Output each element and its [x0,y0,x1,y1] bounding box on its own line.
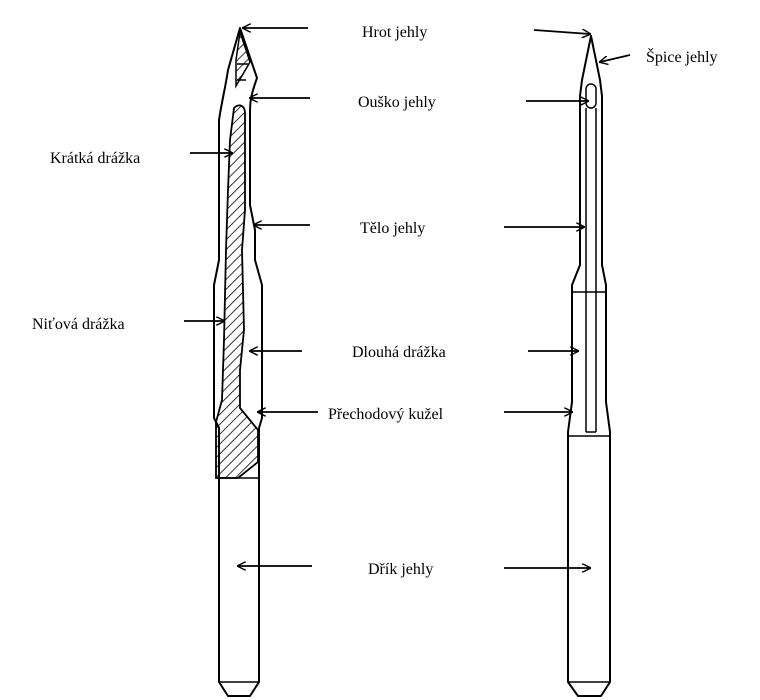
left-needle-eye [237,63,248,81]
arrows [184,28,631,568]
label-hrot: Hrot jehly [362,24,427,41]
left-needle-thread-groove [215,104,259,479]
label-dlouha: Dlouhá drážka [352,344,446,361]
label-kratka: Krátká drážka [50,150,140,167]
label-telo: Tělo jehly [360,220,425,237]
arrow-spice [600,54,631,62]
arrow-hrot-right [533,30,590,34]
right-needle-outline [567,35,611,697]
labels: Hrot jehly Špice jehly Ouško jehly Krátk… [32,24,718,578]
label-nitova: Niťová drážka [32,316,125,333]
label-ousko: Ouško jehly [358,94,436,111]
label-spice: Špice jehly [646,47,718,66]
label-prechodovy: Přechodový kužel [328,406,444,423]
left-needle [213,27,263,697]
right-needle-eye [585,83,597,109]
label-drik: Dřík jehly [368,561,433,578]
right-needle [567,35,611,697]
left-needle-tip-hatch [235,31,251,89]
